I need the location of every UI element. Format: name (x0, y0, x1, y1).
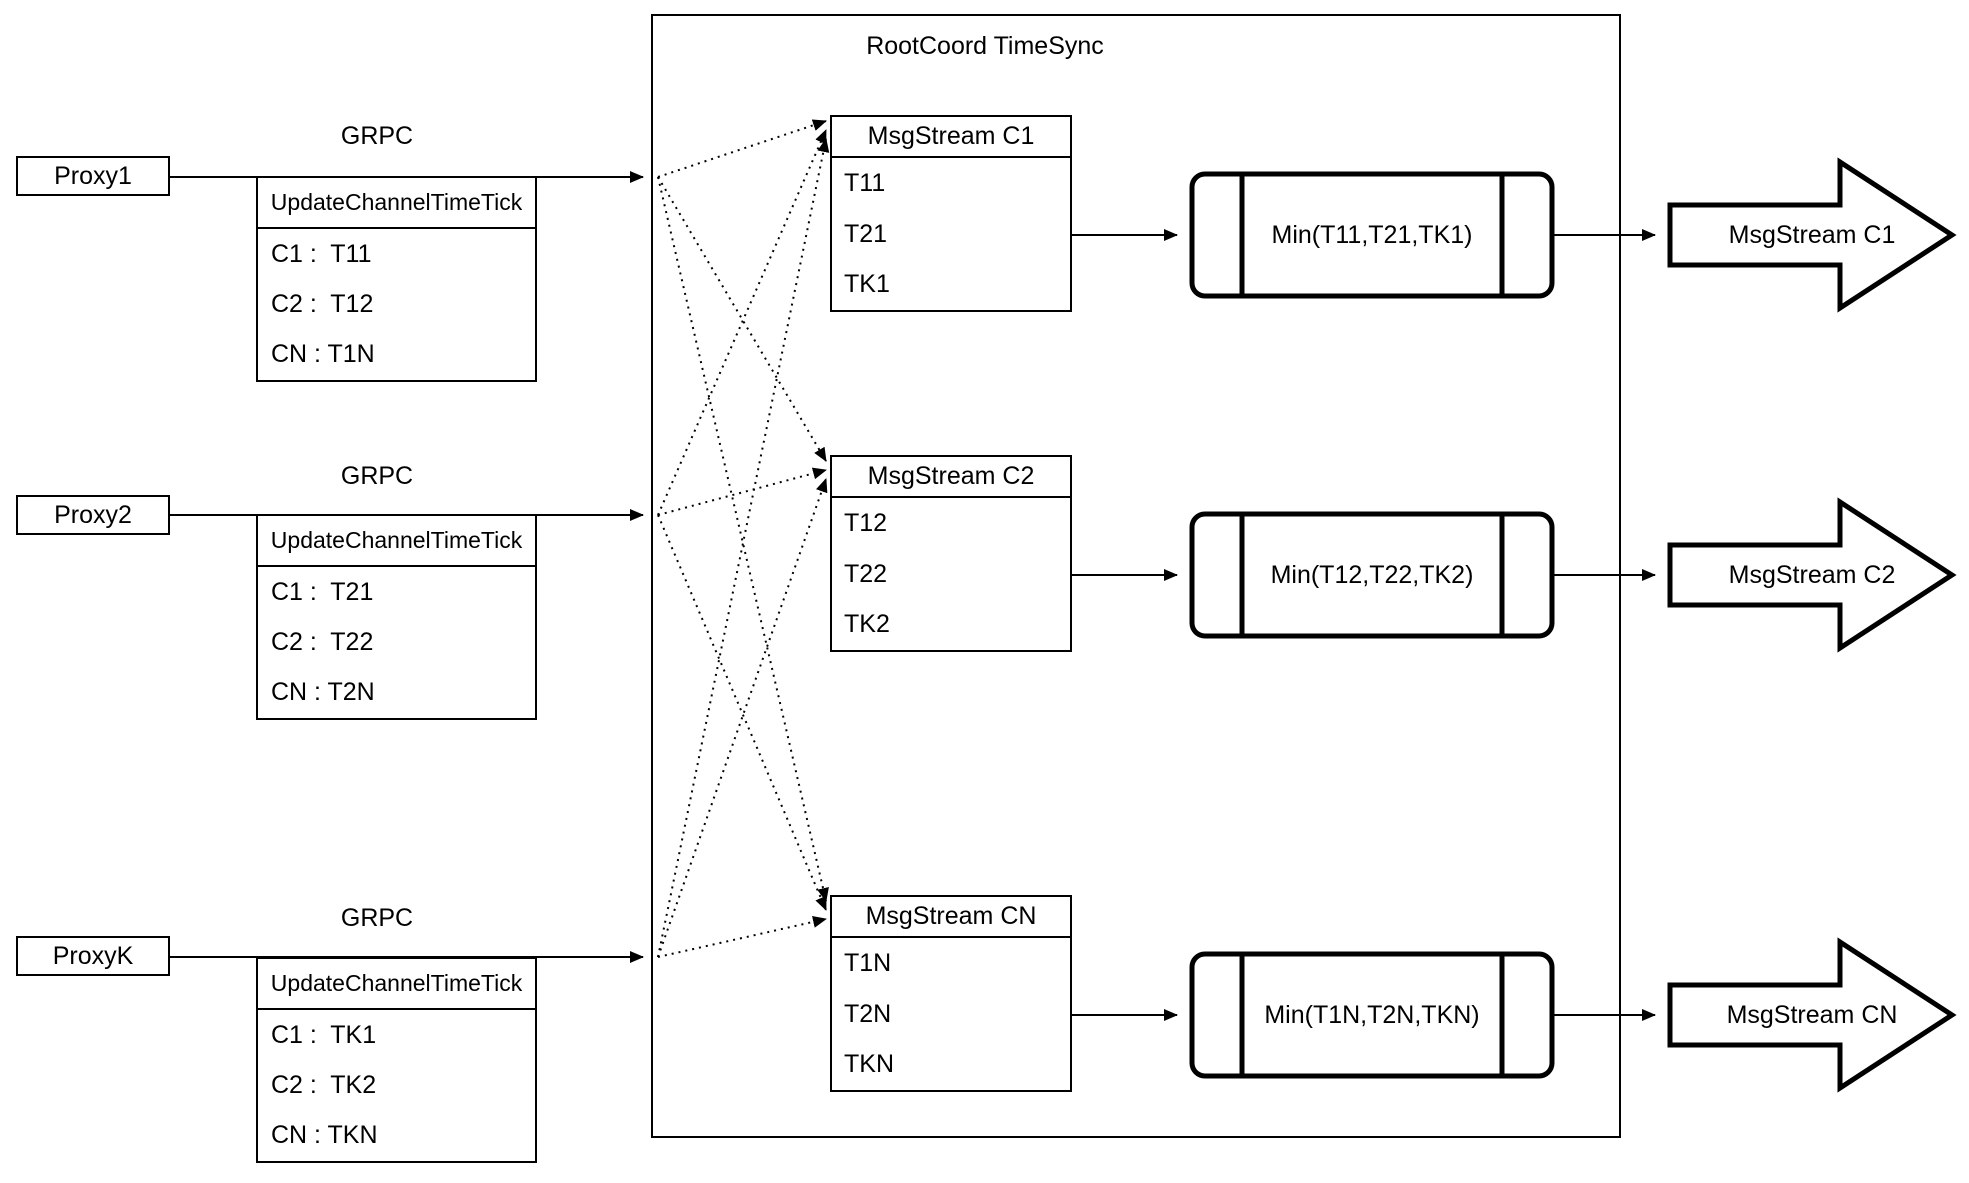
msgstream-table-header: MsgStream CN (832, 897, 1070, 938)
update-table-header: UpdateChannelTimeTick (258, 178, 535, 229)
msgstream-table-c2: MsgStream C2 T12 T22 TK2 (830, 455, 1072, 652)
update-table-entry: CN : TKN (271, 1121, 378, 1150)
grpc-label: GRPC (340, 462, 414, 490)
update-table-entry: C1 : T11 (271, 239, 372, 268)
update-table-entry: C2 : T12 (271, 289, 374, 318)
update-table-proxy1: UpdateChannelTimeTick C1 : T11 C2 : T12 … (256, 176, 537, 382)
output-arrow-label: MsgStream C2 (1728, 561, 1896, 589)
update-table-header: UpdateChannelTimeTick (258, 959, 535, 1010)
msgstream-entry: T21 (844, 219, 888, 248)
fanout-lines (657, 119, 830, 958)
msgstream-table-cn: MsgStream CN T1N T2N TKN (830, 895, 1072, 1092)
rootcoord-title: RootCoord TimeSync (866, 32, 1104, 60)
msgstream-entry: T12 (844, 508, 888, 537)
update-table-entry: CN : T1N (271, 340, 375, 369)
update-table-proxy2: UpdateChannelTimeTick C1 : T21 C2 : T22 … (256, 514, 537, 720)
msgstream-entry: T1N (844, 948, 892, 977)
msgstream-table-c1: MsgStream C1 T11 T21 TK1 (830, 115, 1072, 312)
msgstream-entry: TK1 (844, 270, 890, 299)
update-table-entry: C2 : TK2 (271, 1070, 377, 1099)
update-table-entry: CN : T2N (271, 678, 375, 707)
proxy2-box: Proxy2 (16, 495, 170, 535)
msgstream-table-header: MsgStream C1 (832, 117, 1070, 158)
min-box-label: Min(T12,T22,TK2) (1270, 561, 1474, 589)
min-box (1189, 171, 1555, 1079)
update-table-entry: C2 : T22 (271, 627, 374, 656)
min-box-label: Min(T11,T21,TK1) (1271, 221, 1473, 249)
proxyk-label: ProxyK (52, 941, 134, 970)
output-arrow-label: MsgStream CN (1726, 1001, 1898, 1029)
output-arrow (1667, 157, 1957, 1093)
proxy2-label: Proxy2 (54, 500, 132, 529)
msgstream-entry: T11 (844, 168, 886, 197)
proxy1-box: Proxy1 (16, 156, 170, 196)
grpc-label: GRPC (340, 122, 414, 150)
grpc-label: GRPC (340, 904, 414, 932)
output-arrow-label: MsgStream C1 (1728, 221, 1896, 249)
update-table-proxyk: UpdateChannelTimeTick C1 : TK1 C2 : TK2 … (256, 957, 537, 1163)
update-table-header: UpdateChannelTimeTick (258, 516, 535, 567)
msgstream-entry: TKN (844, 1050, 894, 1079)
min-box-label: Min(T1N,T2N,TKN) (1264, 1001, 1480, 1029)
msgstream-entry: T22 (844, 559, 888, 588)
proxy1-label: Proxy1 (54, 161, 132, 190)
update-table-entry: C1 : T21 (271, 577, 374, 606)
update-table-entry: C1 : TK1 (271, 1020, 377, 1049)
msgstream-entry: T2N (844, 999, 892, 1028)
msgstream-entry: TK2 (844, 610, 890, 639)
proxyk-box: ProxyK (16, 936, 170, 976)
msgstream-table-header: MsgStream C2 (832, 457, 1070, 498)
